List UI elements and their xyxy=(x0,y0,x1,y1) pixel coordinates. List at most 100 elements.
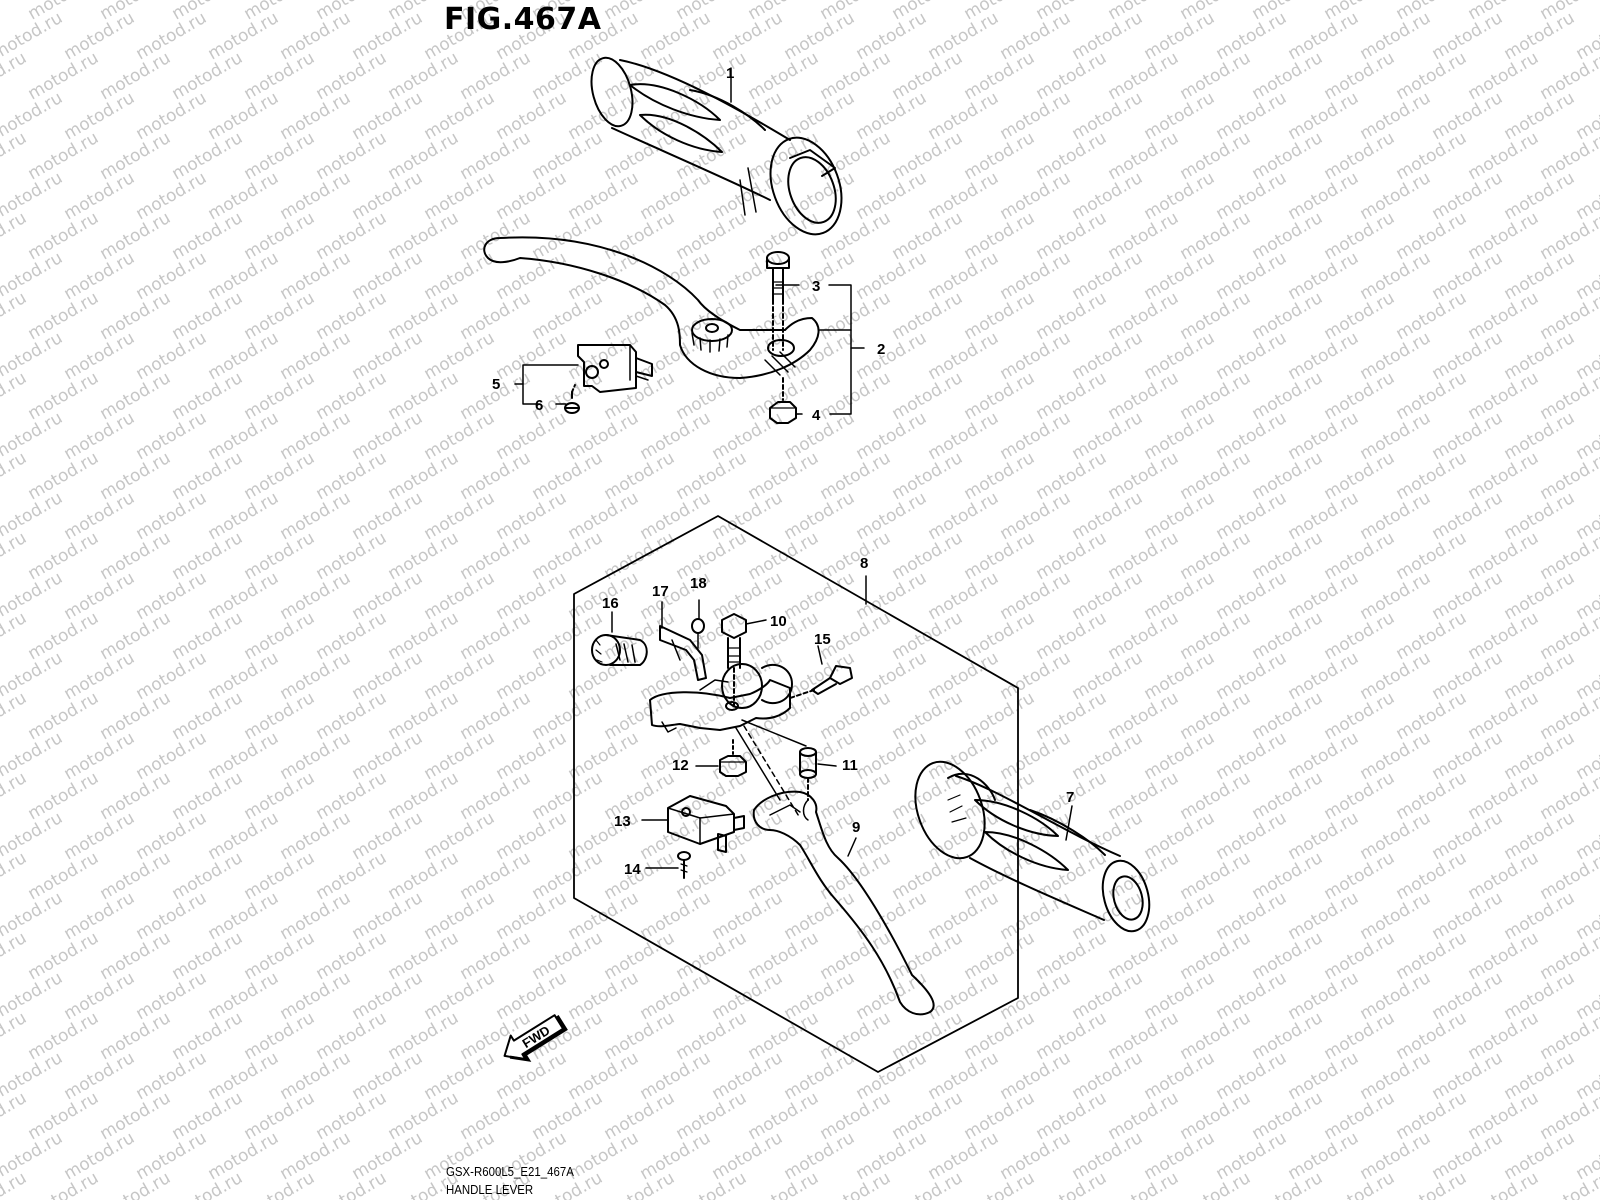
watermark-text: motod.ru xyxy=(313,848,391,904)
watermark-text: motod.ru xyxy=(601,1008,679,1064)
watermark-text: motod.ru xyxy=(1357,8,1435,64)
watermark-text: motod.ru xyxy=(169,448,247,504)
watermark-text: motod.ru xyxy=(781,328,859,384)
watermark-text: motod.ru xyxy=(133,968,211,1024)
watermark-text: motod.ru xyxy=(817,368,895,424)
watermark-text: motod.ru xyxy=(853,1128,931,1184)
watermark-text: motod.ru xyxy=(169,928,247,984)
watermark-text: motod.ru xyxy=(1357,488,1435,544)
watermark-text: motod.ru xyxy=(1033,288,1111,344)
watermark-text: motod.ru xyxy=(1357,808,1435,864)
watermark-text: motod.ru xyxy=(277,88,355,144)
watermark-text: motod.ru xyxy=(97,1088,175,1144)
watermark-text: motod.ru xyxy=(1141,88,1219,144)
watermark-text: motod.ru xyxy=(1177,128,1255,184)
callout-8: 8 xyxy=(860,555,868,572)
watermark-text: motod.ru xyxy=(889,688,967,744)
watermark-text: motod.ru xyxy=(745,448,823,504)
watermark-text: motod.ru xyxy=(1105,768,1183,824)
watermark-text: motod.ru xyxy=(817,288,895,344)
watermark-text: motod.ru xyxy=(1141,728,1219,784)
watermark-text: motod.ru xyxy=(1249,128,1327,184)
watermark-text: motod.ru xyxy=(673,208,751,264)
watermark-text: motod.ru xyxy=(997,408,1075,464)
watermark-text: motod.ru xyxy=(1177,368,1255,424)
watermark-text: motod.ru xyxy=(1357,168,1435,224)
watermark-text: motod.ru xyxy=(817,528,895,584)
watermark-text: motod.ru xyxy=(313,128,391,184)
watermark-text: motod.ru xyxy=(169,768,247,824)
watermark-text: motod.ru xyxy=(889,1088,967,1144)
watermark-text: motod.ru xyxy=(25,608,103,664)
watermark-text: motod.ru xyxy=(1465,1008,1543,1064)
watermark-text: motod.ru xyxy=(61,888,139,944)
callout-5: 5 xyxy=(492,376,500,393)
watermark-text: motod.ru xyxy=(349,248,427,304)
watermark-text: motod.ru xyxy=(1393,688,1471,744)
watermark-text: motod.ru xyxy=(601,288,679,344)
brake-lever-part xyxy=(483,236,820,379)
watermark-text: motod.ru xyxy=(1357,568,1435,624)
watermark-text: motod.ru xyxy=(601,928,679,984)
watermark-text: motod.ru xyxy=(0,928,30,984)
watermark-text: motod.ru xyxy=(637,248,715,304)
watermark-text: motod.ru xyxy=(637,488,715,544)
watermark-text: motod.ru xyxy=(1501,88,1579,144)
watermark-text: motod.ru xyxy=(1141,408,1219,464)
watermark-text: motod.ru xyxy=(205,888,283,944)
watermark-text: motod.ru xyxy=(1393,848,1471,904)
callout-12: 12 xyxy=(672,757,689,774)
watermark-text: motod.ru xyxy=(457,848,535,904)
watermark-text: motod.ru xyxy=(241,128,319,184)
watermark-text: motod.ru xyxy=(853,968,931,1024)
watermark-text: motod.ru xyxy=(241,768,319,824)
watermark-text: motod.ru xyxy=(493,648,571,704)
watermark-text: motod.ru xyxy=(601,48,679,104)
callout-17: 17 xyxy=(652,583,669,600)
watermark-text: motod.ru xyxy=(1069,888,1147,944)
figure-title: FIG.467A xyxy=(444,2,602,37)
watermark-text: motod.ru xyxy=(1213,168,1291,224)
watermark-text: motod.ru xyxy=(781,88,859,144)
watermark-text: motod.ru xyxy=(889,768,967,824)
watermark-text: motod.ru xyxy=(961,208,1039,264)
callout-labels: 1 3 2 4 5 6 8 16 17 18 10 15 12 11 7 9 1… xyxy=(492,65,1074,878)
watermark-text: motod.ru xyxy=(133,808,211,864)
watermark-text: motod.ru xyxy=(1285,888,1363,944)
watermark-text: motod.ru xyxy=(313,1088,391,1144)
watermark-text: motod.ru xyxy=(673,448,751,504)
watermark-text: motod.ru xyxy=(457,528,535,584)
watermark-text: motod.ru xyxy=(457,608,535,664)
watermark-text: motod.ru xyxy=(385,928,463,984)
watermark-text: motod.ru xyxy=(1321,48,1399,104)
holder-nut-part xyxy=(719,739,747,777)
watermark-text: motod.ru xyxy=(313,928,391,984)
watermark-text: motod.ru xyxy=(925,1128,1003,1184)
figure-model-code: GSX-R600L5_E21_467A xyxy=(446,1164,574,1179)
watermark-text: motod.ru xyxy=(97,128,175,184)
watermark-text: motod.ru xyxy=(601,208,679,264)
watermark-text: motod.ru xyxy=(385,688,463,744)
watermark-text: motod.ru xyxy=(205,488,283,544)
watermark-text: motod.ru xyxy=(277,1048,355,1104)
watermark-text: motod.ru xyxy=(529,928,607,984)
watermark-text: motod.ru xyxy=(1321,448,1399,504)
watermark-text: motod.ru xyxy=(1033,208,1111,264)
watermark-text: motod.ru xyxy=(0,1088,30,1144)
watermark-text: motod.ru xyxy=(205,728,283,784)
watermark-text: motod.ru xyxy=(1321,1088,1399,1144)
watermark-text: motod.ru xyxy=(169,1088,247,1144)
watermark-text: motod.ru xyxy=(1357,1048,1435,1104)
watermark-text: motod.ru xyxy=(97,48,175,104)
watermark-text: motod.ru xyxy=(1465,768,1543,824)
watermark-text: motod.ru xyxy=(853,8,931,64)
watermark-text: motod.ru xyxy=(1393,448,1471,504)
watermark-text: motod.ru xyxy=(385,448,463,504)
watermark-text: motod.ru xyxy=(1501,328,1579,384)
watermark-text: motod.ru xyxy=(1321,688,1399,744)
watermark-text: motod.ru xyxy=(97,528,175,584)
watermark-text: motod.ru xyxy=(1141,808,1219,864)
watermark-text: motod.ru xyxy=(781,968,859,1024)
watermark-text: motod.ru xyxy=(637,1128,715,1184)
watermark-text: motod.ru xyxy=(1465,688,1543,744)
